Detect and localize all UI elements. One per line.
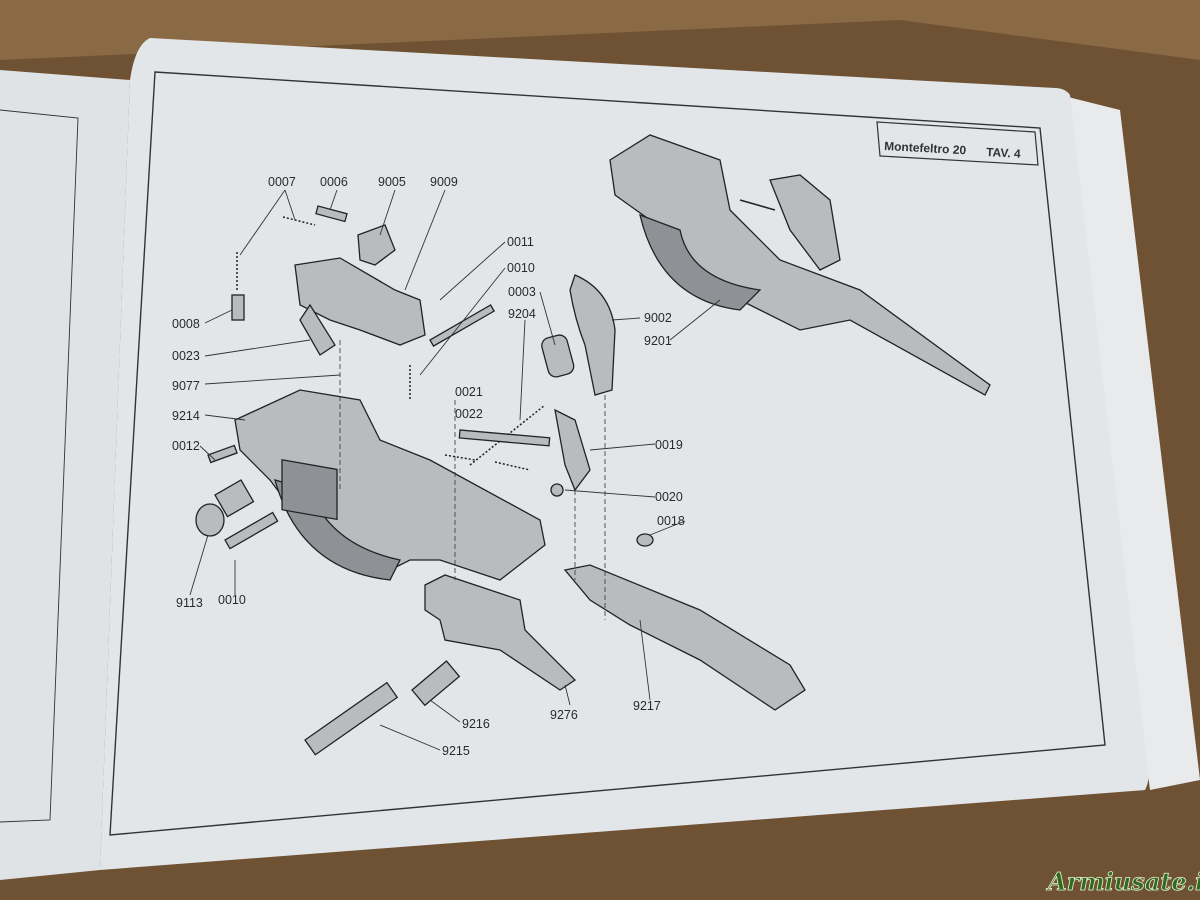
label-0019: 0019 <box>655 438 683 452</box>
page-stack <box>1060 95 1200 790</box>
trigger-plate-9276 <box>424 574 577 691</box>
label-9216: 9216 <box>462 717 490 731</box>
label-0012: 0012 <box>172 439 200 453</box>
trigger-guard-9217 <box>563 564 806 711</box>
label-0018: 0018 <box>657 514 685 528</box>
label-9276: 9276 <box>550 708 578 722</box>
label-0003: 0003 <box>508 285 536 299</box>
title-box: Montefeltro 20 TAV. 4 <box>876 121 1039 166</box>
label-0008: 0008 <box>172 317 200 331</box>
label-9214: 9214 <box>172 409 200 423</box>
hammer-block <box>294 224 426 356</box>
label-0007: 0007 <box>268 175 296 189</box>
label-9002: 9002 <box>644 311 672 325</box>
label-9201: 9201 <box>644 334 672 348</box>
label-9009: 9009 <box>430 175 458 189</box>
plate-number: TAV. 4 <box>986 145 1021 161</box>
trigger-housing <box>234 389 546 581</box>
label-9005: 9005 <box>378 175 406 189</box>
left-page-frame <box>0 109 79 823</box>
model-name: Montefeltro 20 <box>884 139 967 157</box>
label-0020: 0020 <box>655 490 683 504</box>
label-9077: 9077 <box>172 379 200 393</box>
hammer-9002 <box>569 274 616 396</box>
label-0021: 0021 <box>455 385 483 399</box>
label-9113: 9113 <box>176 596 203 610</box>
label-9215: 9215 <box>442 744 470 758</box>
page-frame <box>109 71 1106 836</box>
label-0022: 0022 <box>455 407 483 421</box>
label-0010: 0010 <box>507 261 535 275</box>
assembled-trigger-group <box>609 134 991 396</box>
label-9204: 9204 <box>508 307 536 321</box>
sear-0019 <box>554 408 591 492</box>
left-page <box>0 70 130 880</box>
label-0010-pin: 0010 <box>218 593 246 607</box>
watermark: Armiusate.it <box>1046 867 1200 896</box>
leader-lines <box>189 189 721 751</box>
label-0006: 0006 <box>320 175 348 189</box>
label-0023: 0023 <box>172 349 200 363</box>
label-9217: 9217 <box>633 699 661 713</box>
label-0011: 0011 <box>507 235 534 249</box>
dashed-guides <box>339 340 606 620</box>
part-labels: 0007 0006 9005 9009 0011 0010 0003 9204 … <box>172 175 685 758</box>
wood-highlight <box>0 0 1200 60</box>
pins <box>195 205 654 756</box>
